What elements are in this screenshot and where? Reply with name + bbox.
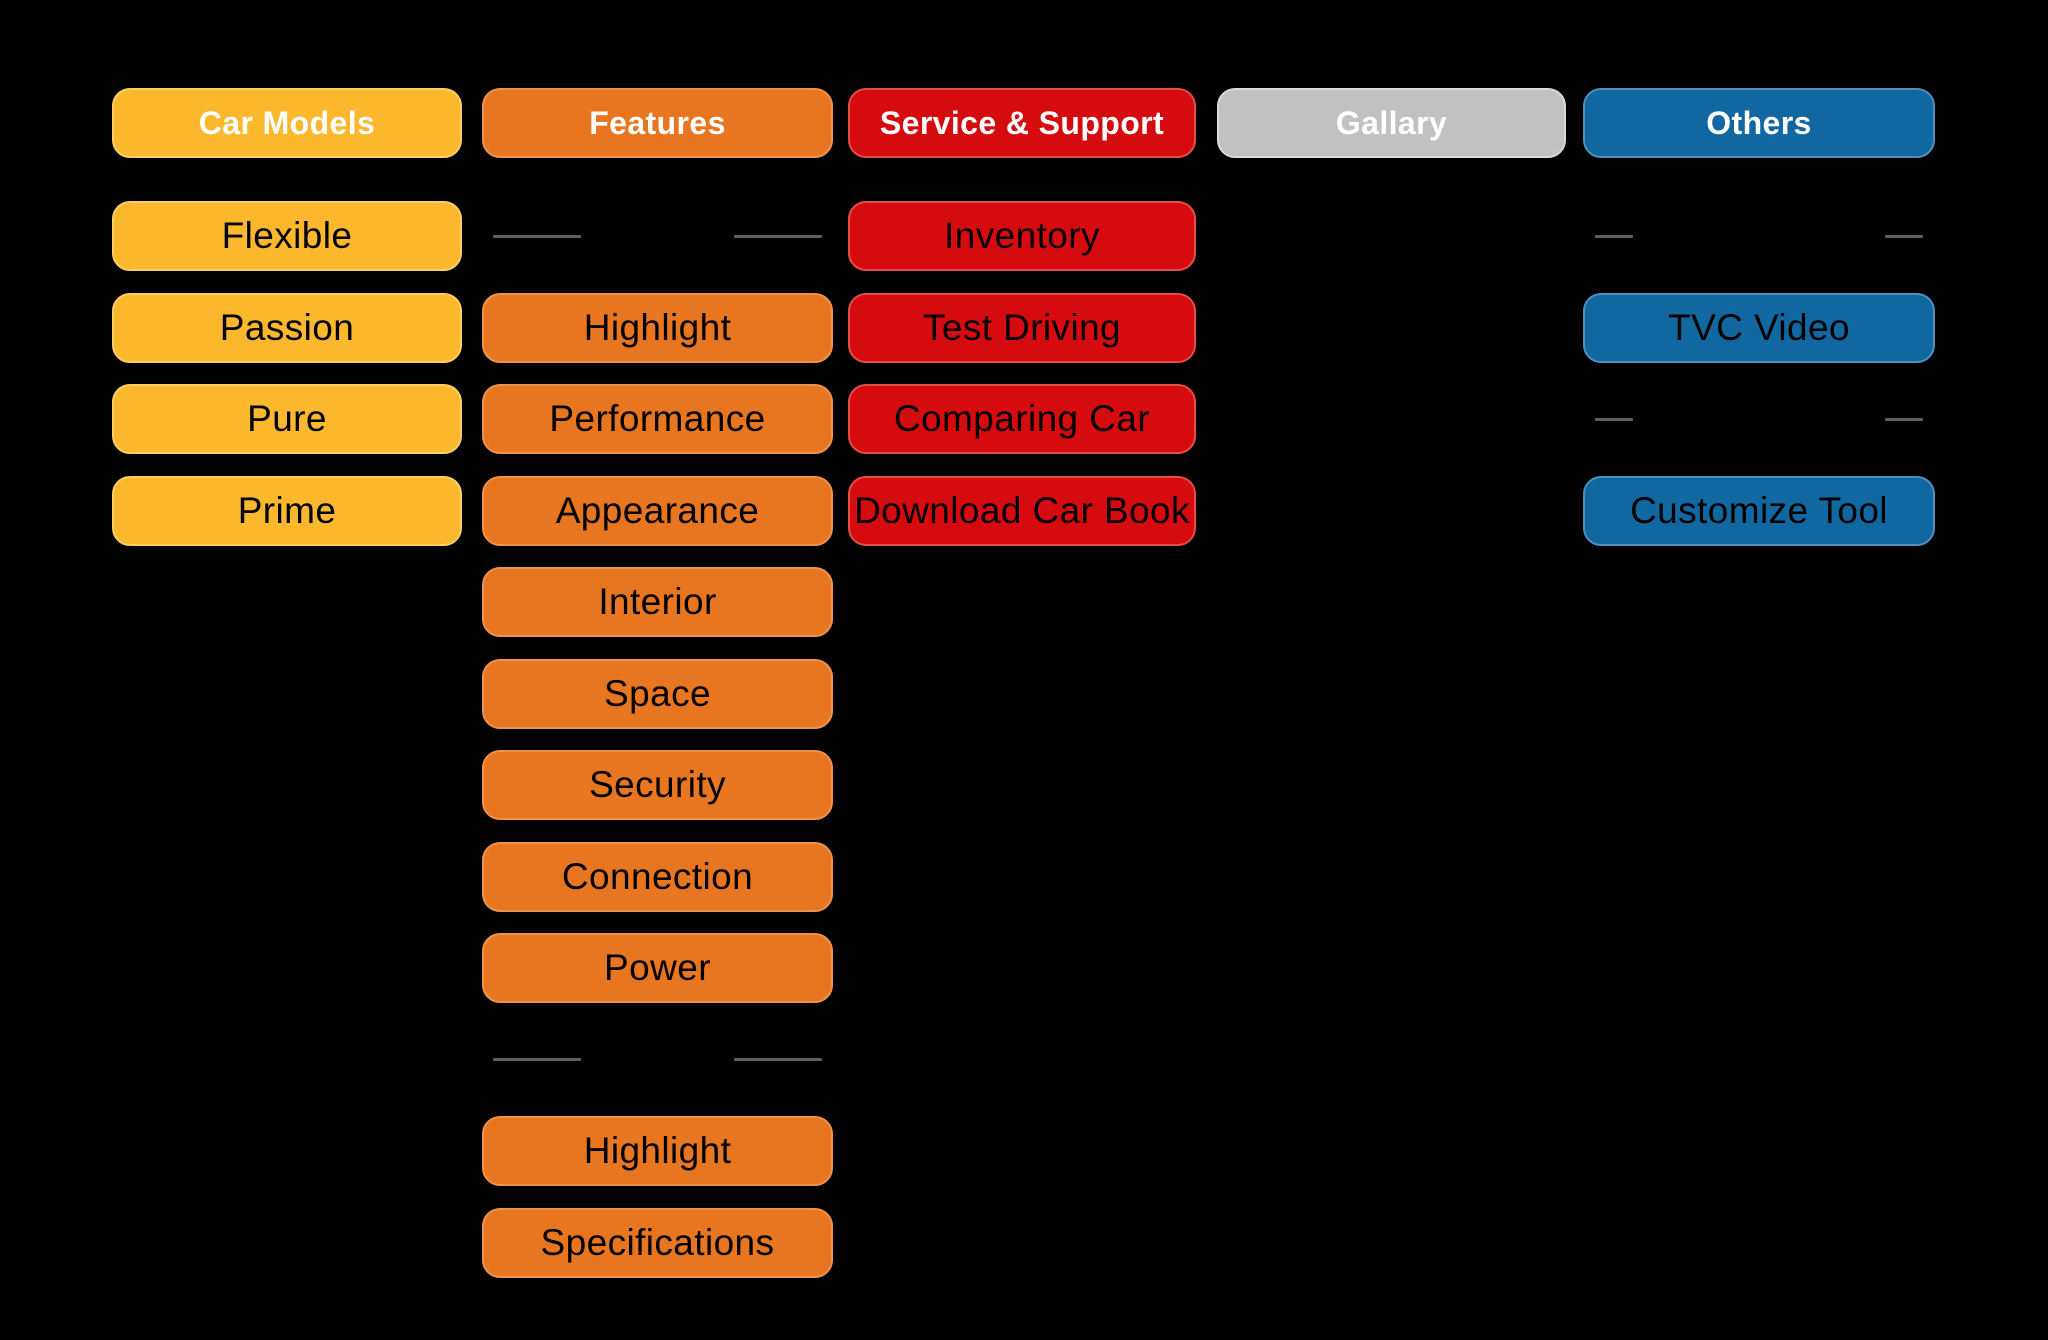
column-header-label: Car Models <box>198 104 376 141</box>
column-header-features: Features <box>482 88 833 158</box>
column-header-others: Others <box>1583 88 1935 158</box>
node-label: Security <box>589 764 726 805</box>
dash-line <box>1885 417 1923 421</box>
node-service-support-download-car-book-row4: Download Car Book <box>848 475 1196 546</box>
node-label: Power <box>604 947 711 988</box>
column-header-gallary: Gallary <box>1217 88 1566 158</box>
node-label: Performance <box>549 398 766 439</box>
node-label: Connection <box>561 855 754 897</box>
node-features-highlight-row11: Highlight <box>482 1116 833 1186</box>
node-others-customize-tool-row4: Customize Tool <box>1583 475 1935 546</box>
column-header-car-models: Car Models <box>112 88 462 158</box>
node-label: Highlight <box>583 306 732 348</box>
node-features-appearance-row4: Appearance <box>482 475 833 546</box>
dash-line <box>493 234 581 238</box>
node-car-models-pure-row3: Pure <box>112 384 462 454</box>
placeholder-dash-row-features-row1 <box>482 201 833 271</box>
node-features-security-row7: Security <box>482 750 833 820</box>
node-label: Comparing Car <box>893 398 1151 439</box>
node-features-interior-row5: Interior <box>482 567 833 637</box>
node-service-support-test-driving-row2: Test Driving <box>848 292 1196 363</box>
column-header-label: Others <box>1706 104 1812 141</box>
dash-line <box>1595 234 1633 238</box>
node-label: Flexible <box>221 215 353 256</box>
node-label: Test Driving <box>922 306 1122 348</box>
node-label: Customize Tool <box>1630 489 1888 531</box>
placeholder-dash-row-features-row10 <box>482 1025 833 1095</box>
dash-line <box>1595 417 1633 421</box>
dash-line <box>493 1058 581 1061</box>
node-label: Space <box>604 672 711 714</box>
column-header-service-support: Service & Support <box>848 88 1196 158</box>
node-label: TVC Video <box>1668 306 1850 348</box>
node-label: Passion <box>219 306 355 348</box>
dash-line <box>734 234 822 238</box>
node-features-power-row9: Power <box>482 933 833 1003</box>
node-car-models-prime-row4: Prime <box>112 475 462 546</box>
node-car-models-passion-row2: Passion <box>112 292 462 363</box>
column-header-label: Features <box>589 104 726 141</box>
node-label: Highlight <box>583 1130 732 1171</box>
column-header-label: Service & Support <box>879 104 1165 141</box>
node-label: Appearance <box>555 489 760 531</box>
node-label: Specifications <box>540 1221 775 1263</box>
node-label: Interior <box>598 581 717 622</box>
node-label: Inventory <box>944 215 1100 256</box>
node-features-highlight-row2: Highlight <box>482 292 833 363</box>
node-features-space-row6: Space <box>482 658 833 729</box>
node-car-models-flexible-row1: Flexible <box>112 201 462 271</box>
placeholder-dash-row-others-row1 <box>1583 201 1935 271</box>
node-service-support-comparing-car-row3: Comparing Car <box>848 384 1196 454</box>
node-others-tvc-video-row2: TVC Video <box>1583 292 1935 363</box>
node-features-specifications-row12: Specifications <box>482 1207 833 1278</box>
node-service-support-inventory-row1: Inventory <box>848 201 1196 271</box>
node-label: Download Car Book <box>854 489 1190 531</box>
column-header-label: Gallary <box>1335 104 1448 141</box>
node-label: Pure <box>247 398 327 439</box>
dash-line <box>1885 234 1923 238</box>
node-features-connection-row8: Connection <box>482 841 833 912</box>
placeholder-dash-row-others-row3 <box>1583 384 1935 454</box>
node-label: Prime <box>237 489 337 531</box>
node-features-performance-row3: Performance <box>482 384 833 454</box>
dash-line <box>734 1058 822 1061</box>
